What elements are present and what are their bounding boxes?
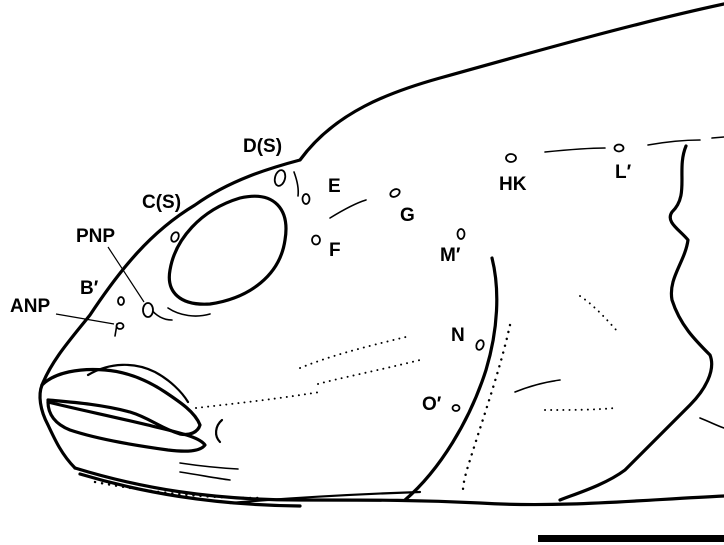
label-b: B′: [80, 278, 99, 299]
label-pnp: PNP: [76, 226, 115, 247]
pore-m: [458, 229, 465, 239]
pore-ds: [273, 169, 287, 187]
pore-cs: [170, 231, 181, 243]
leader-pnp: [108, 247, 144, 302]
suborbital-pore-row: [300, 336, 410, 368]
maxillary-pore-row: [196, 392, 320, 408]
tail-line: [700, 418, 724, 428]
pore-g: [389, 187, 401, 198]
pore-hk: [506, 154, 516, 162]
label-e: E: [328, 176, 341, 197]
pore-f: [312, 236, 320, 245]
operculum-groove: [515, 380, 560, 392]
lower-lip: [48, 402, 205, 451]
label-hk: HK: [499, 174, 527, 195]
label-cs: C(S): [142, 192, 181, 213]
pore-l: [615, 145, 624, 152]
chin-groove-2: [180, 472, 230, 480]
label-ds: D(S): [243, 136, 282, 157]
opercle-margin: [560, 146, 712, 500]
scale-bar: [538, 535, 724, 542]
label-anp: ANP: [10, 296, 50, 317]
snout-to-chin: [40, 385, 75, 468]
label-n: N: [451, 325, 465, 346]
ventral-pore-row: [545, 408, 615, 410]
label-o: O′: [422, 394, 442, 415]
ventral-profile: [75, 468, 724, 505]
upper-lip: [42, 370, 200, 435]
opercular-pore-row: [580, 296, 618, 332]
pore-o: [453, 405, 460, 411]
anp-mark: [115, 324, 117, 336]
pore-b: [118, 297, 124, 305]
suborbital-curve: [168, 308, 210, 316]
pore-e: [303, 194, 310, 204]
lateral-line-1: [545, 148, 605, 152]
pore-pnp: [143, 303, 153, 317]
preopercle-margin: [405, 258, 497, 500]
chin-groove-1: [180, 463, 238, 469]
cheek-pore-row: [318, 360, 420, 384]
label-l: L′: [615, 162, 632, 183]
ds-tick: [294, 172, 298, 196]
mouth-corner: [216, 420, 222, 442]
orbit: [169, 196, 286, 304]
lateral-line-2: [648, 140, 700, 145]
pore-n: [475, 339, 485, 351]
label-m: M′: [440, 245, 461, 266]
label-f: F: [329, 240, 341, 261]
lateral-line-3: [712, 137, 724, 138]
cheek-groove: [330, 200, 366, 218]
label-g: G: [400, 205, 415, 226]
